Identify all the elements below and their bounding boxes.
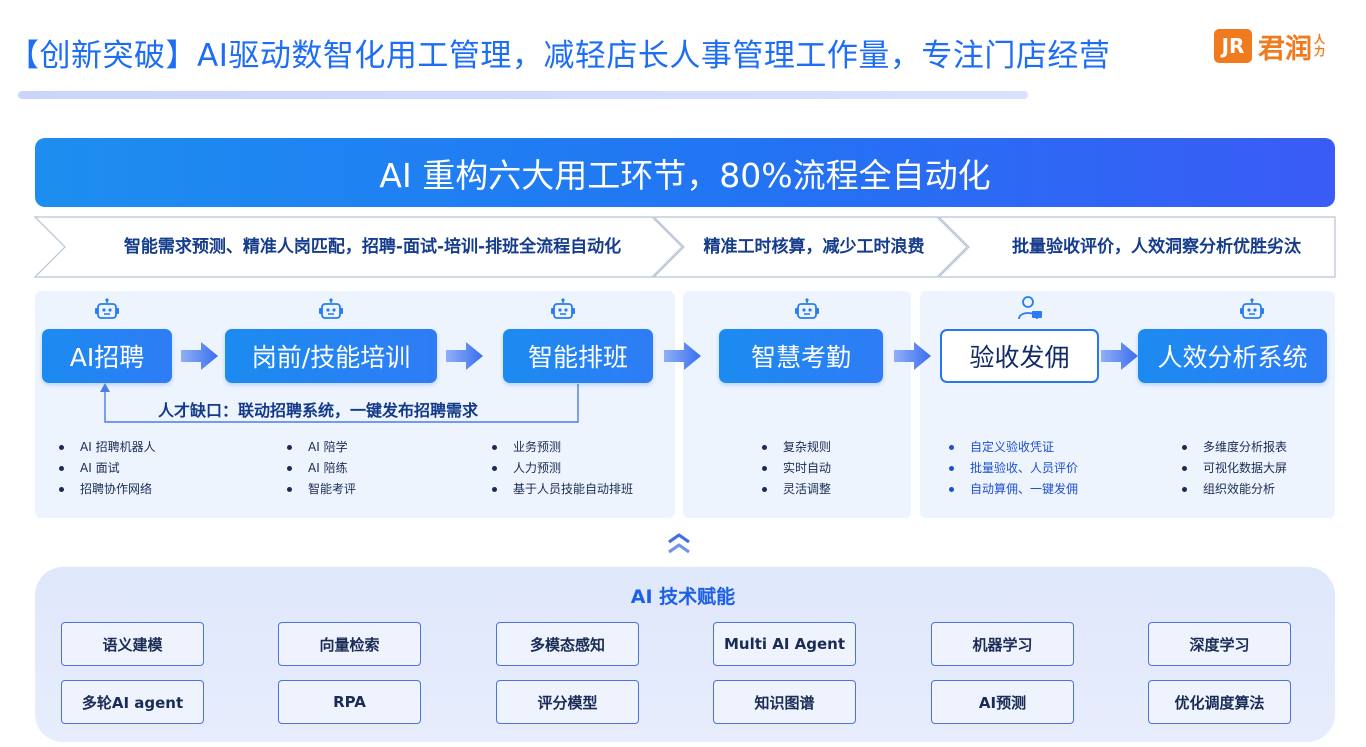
logo-sub: 人 力 [1314, 34, 1325, 58]
robot-icon [95, 298, 119, 319]
logo-sub-2: 力 [1314, 45, 1325, 58]
bullet-item: 人力预测 [490, 458, 633, 479]
feedback-loop-connector [100, 383, 579, 423]
step-acceptance: 验收发佣 [940, 329, 1099, 383]
bullet-item: 批量验收、人员评价 [947, 458, 1078, 479]
bullet-item: 智能考评 [285, 479, 356, 500]
bullets-training: AI 陪学 AI 陪练 智能考评 [285, 437, 356, 500]
panel-acceptance-analysis [920, 291, 1335, 518]
chevron-text-2: 精准工时核算，减少工时浪费 [703, 237, 925, 257]
tech-item: 向量检索 [278, 622, 421, 666]
chevron-up-icon [668, 533, 690, 554]
step-analysis: 人效分析系统 [1138, 329, 1327, 383]
arrow-right-icon [894, 342, 931, 370]
arrow-right-icon [1101, 342, 1138, 370]
tech-item: 深度学习 [1148, 622, 1291, 666]
bullet-item: 多维度分析报表 [1180, 437, 1287, 458]
company-logo: JR 君润 人 力 [1214, 28, 1325, 65]
panel-recruit-train-schedule [35, 291, 675, 518]
logo-sub-1: 人 [1314, 33, 1325, 46]
tech-item: 多模态感知 [496, 622, 639, 666]
step-training: 岗前/技能培训 [225, 329, 437, 383]
bullet-item: AI 陪学 [285, 437, 356, 458]
bullet-item: 招聘协作网络 [57, 479, 156, 500]
step-attendance: 智慧考勤 [719, 329, 883, 383]
bullets-attendance: 复杂规则 实时自动 灵活调整 [760, 437, 831, 500]
chevron-strip: 智能需求预测、精准人岗匹配，招聘-面试-培训-排班全流程自动化 精准工时核算，减… [33, 216, 1336, 278]
tech-item: Multi AI Agent [713, 622, 856, 666]
bullets-ai-recruit: AI 招聘机器人 AI 面试 招聘协作网络 [57, 437, 156, 500]
logo-name: 君润 [1258, 33, 1312, 65]
bullets-analysis: 多维度分析报表 可视化数据大屏 组织效能分析 [1180, 437, 1287, 500]
tech-title: AI 技术赋能 [630, 586, 736, 608]
bullet-item: 自定义验收凭证 [947, 437, 1078, 458]
bullet-item: AI 面试 [57, 458, 156, 479]
chevron-shapes [33, 216, 1336, 278]
tech-item: 机器学习 [931, 622, 1074, 666]
chevron-text-3: 批量验收评价，人效洞察分析优胜劣汰 [1012, 237, 1301, 257]
bullet-item: 自动算佣、一键发佣 [947, 479, 1078, 500]
step-ai-recruit: AI招聘 [42, 329, 172, 383]
feedback-loop-label: 人才缺口：联动招聘系统，一键发布招聘需求 [158, 401, 479, 420]
tech-item: 评分模型 [496, 680, 639, 724]
bullet-item: 组织效能分析 [1180, 479, 1287, 500]
bullets-scheduling: 业务预测 人力预测 基于人员技能自动排班 [490, 437, 633, 500]
bullet-item: 实时自动 [760, 458, 831, 479]
chevron-shape-3 [937, 216, 1336, 278]
tech-item: 知识图谱 [713, 680, 856, 724]
tech-item: AI预测 [931, 680, 1074, 724]
tech-item: 优化调度算法 [1148, 680, 1291, 724]
tech-item: RPA [278, 680, 421, 724]
tech-enablement-panel [35, 567, 1335, 742]
tech-item: 多轮AI agent [61, 680, 204, 724]
page-title: 【创新突破】AI驱动数智化用工管理，减轻店长人事管理工作量，专注门店经营 [8, 38, 1111, 74]
bullet-item: 灵活调整 [760, 479, 831, 500]
user-computer-icon [1018, 296, 1042, 320]
bullet-item: 基于人员技能自动排班 [490, 479, 633, 500]
bullets-acceptance: 自定义验收凭证 批量验收、人员评价 自动算佣、一键发佣 [947, 437, 1078, 500]
tech-item: 语义建模 [61, 622, 204, 666]
headline-banner: AI 重构六大用工环节，80%流程全自动化 [35, 138, 1335, 207]
chevron-shape-1 [33, 216, 683, 278]
arrow-right-icon [181, 342, 218, 370]
bullet-item: 业务预测 [490, 437, 633, 458]
arrow-right-icon [664, 342, 701, 370]
bullet-item: 可视化数据大屏 [1180, 458, 1287, 479]
bullet-item: AI 招聘机器人 [57, 437, 156, 458]
chevron-text-1: 智能需求预测、精准人岗匹配，招聘-面试-培训-排班全流程自动化 [123, 237, 622, 257]
logo-mark: JR [1214, 29, 1252, 63]
robot-icon [551, 298, 575, 319]
robot-icon [1240, 298, 1264, 319]
bullet-item: 复杂规则 [760, 437, 831, 458]
bullet-item: AI 陪练 [285, 458, 356, 479]
robot-icon [795, 298, 819, 319]
step-scheduling: 智能排班 [503, 329, 653, 383]
arrow-right-icon [446, 342, 483, 370]
panel-attendance [683, 291, 911, 518]
title-underline [18, 91, 1028, 99]
robot-icon [319, 298, 343, 319]
chevron-shape-2 [652, 216, 968, 278]
banner-text: AI 重构六大用工环节，80%流程全自动化 [379, 155, 991, 195]
